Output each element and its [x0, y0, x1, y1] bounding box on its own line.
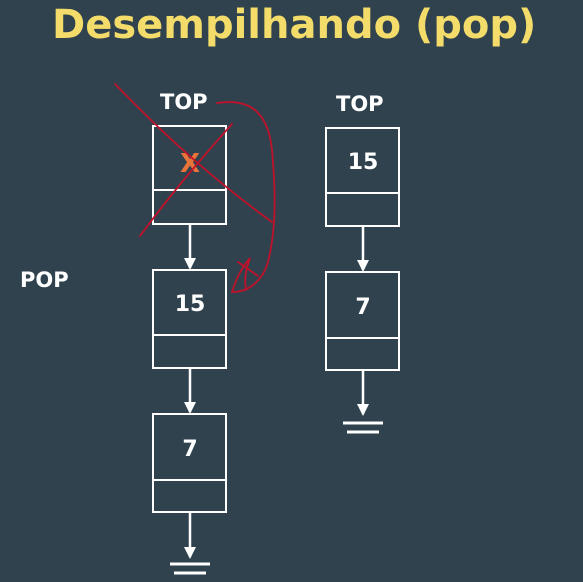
cross-out-stroke — [139, 123, 233, 237]
stack-after: 15 7 — [325, 127, 400, 434]
redirect-arrow-tick — [237, 261, 259, 277]
node-value-7-before: 7 — [182, 437, 197, 462]
top-label-after: TOP — [336, 92, 384, 116]
arrowhead-icon — [184, 258, 196, 270]
node-value-7-after: 7 — [355, 295, 370, 320]
arrowhead-icon — [357, 260, 369, 272]
slide-title: Desempilhando (pop) — [52, 2, 537, 48]
arrowhead-icon — [184, 547, 196, 559]
removed-node-value: X — [180, 149, 200, 179]
redirect-arrow — [216, 101, 276, 293]
arrowhead-icon — [184, 402, 196, 414]
node-15-before: 15 — [152, 269, 227, 369]
pop-operation-label: POP — [20, 268, 69, 292]
null-ground-icon — [343, 421, 383, 434]
null-ground-icon — [170, 562, 210, 575]
node-value-15-before: 15 — [175, 292, 206, 317]
cross-out-stroke — [114, 83, 273, 223]
handwritten-annotation — [114, 83, 276, 293]
top-label-before: TOP — [160, 90, 208, 114]
node-7-after: 7 — [325, 271, 400, 371]
node-15-after: 15 — [325, 127, 400, 227]
stack-before: X 15 7 — [152, 125, 227, 575]
node-removed: X — [152, 125, 227, 225]
arrowhead-icon — [357, 404, 369, 416]
node-7-before: 7 — [152, 413, 227, 513]
node-value-15-after: 15 — [348, 150, 379, 175]
